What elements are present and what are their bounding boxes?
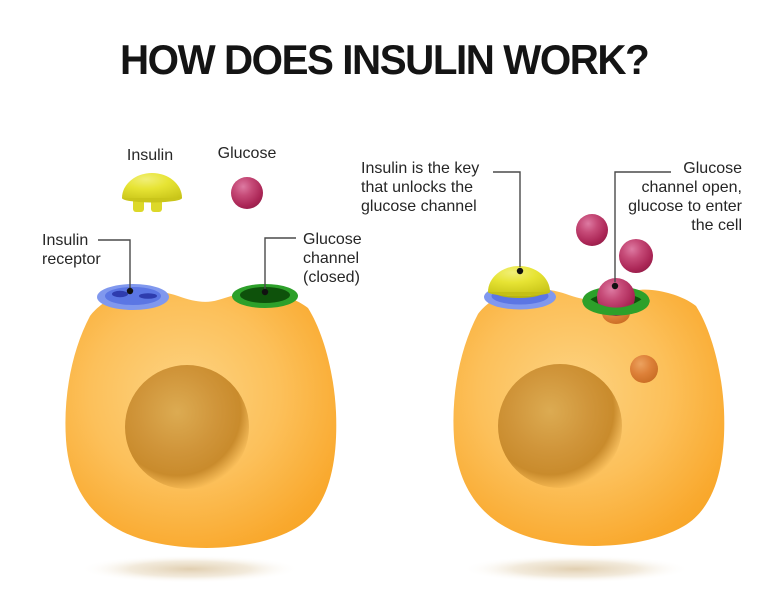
insulin-receptor-icon <box>97 284 169 310</box>
glucose-channel-closed-label: Glucose channel (closed) <box>303 231 362 286</box>
leader-lines <box>98 171 671 289</box>
cell-right <box>453 214 725 546</box>
leader-insulin-key <box>493 171 521 267</box>
glucose-entering-sphere <box>597 278 635 316</box>
leader-insulin-receptor <box>98 239 131 288</box>
cell-nucleus <box>125 365 249 489</box>
glucose-sphere <box>576 214 608 246</box>
leader-glucose-open <box>614 171 671 282</box>
insulin-on-receptor-icon <box>484 266 556 310</box>
leader-dots <box>126 267 619 296</box>
page-title: HOW DOES INSULIN WORK? <box>119 36 650 83</box>
glucose-channel-open-label: Glucose channel open, glucose to enter t… <box>628 160 742 234</box>
insulin-icon <box>122 173 182 212</box>
insulin-key-label: Insulin is the key that unlocks the gluc… <box>361 160 480 215</box>
leader-glucose-closed <box>264 237 296 289</box>
cell-shadow-left <box>80 555 300 583</box>
cell-nucleus <box>498 364 622 488</box>
cell-left <box>65 284 337 548</box>
glucose-sphere <box>619 239 653 273</box>
legend-insulin-label: Insulin <box>126 147 174 164</box>
legend-glucose-label: Glucose <box>217 145 277 162</box>
glucose-channel-open-icon <box>582 278 650 324</box>
insulin-receptor-label: Insulin receptor <box>42 232 101 268</box>
cell-shadow-right <box>462 555 690 583</box>
glucose-inside-cell <box>630 355 658 383</box>
glucose-icon <box>231 177 263 209</box>
